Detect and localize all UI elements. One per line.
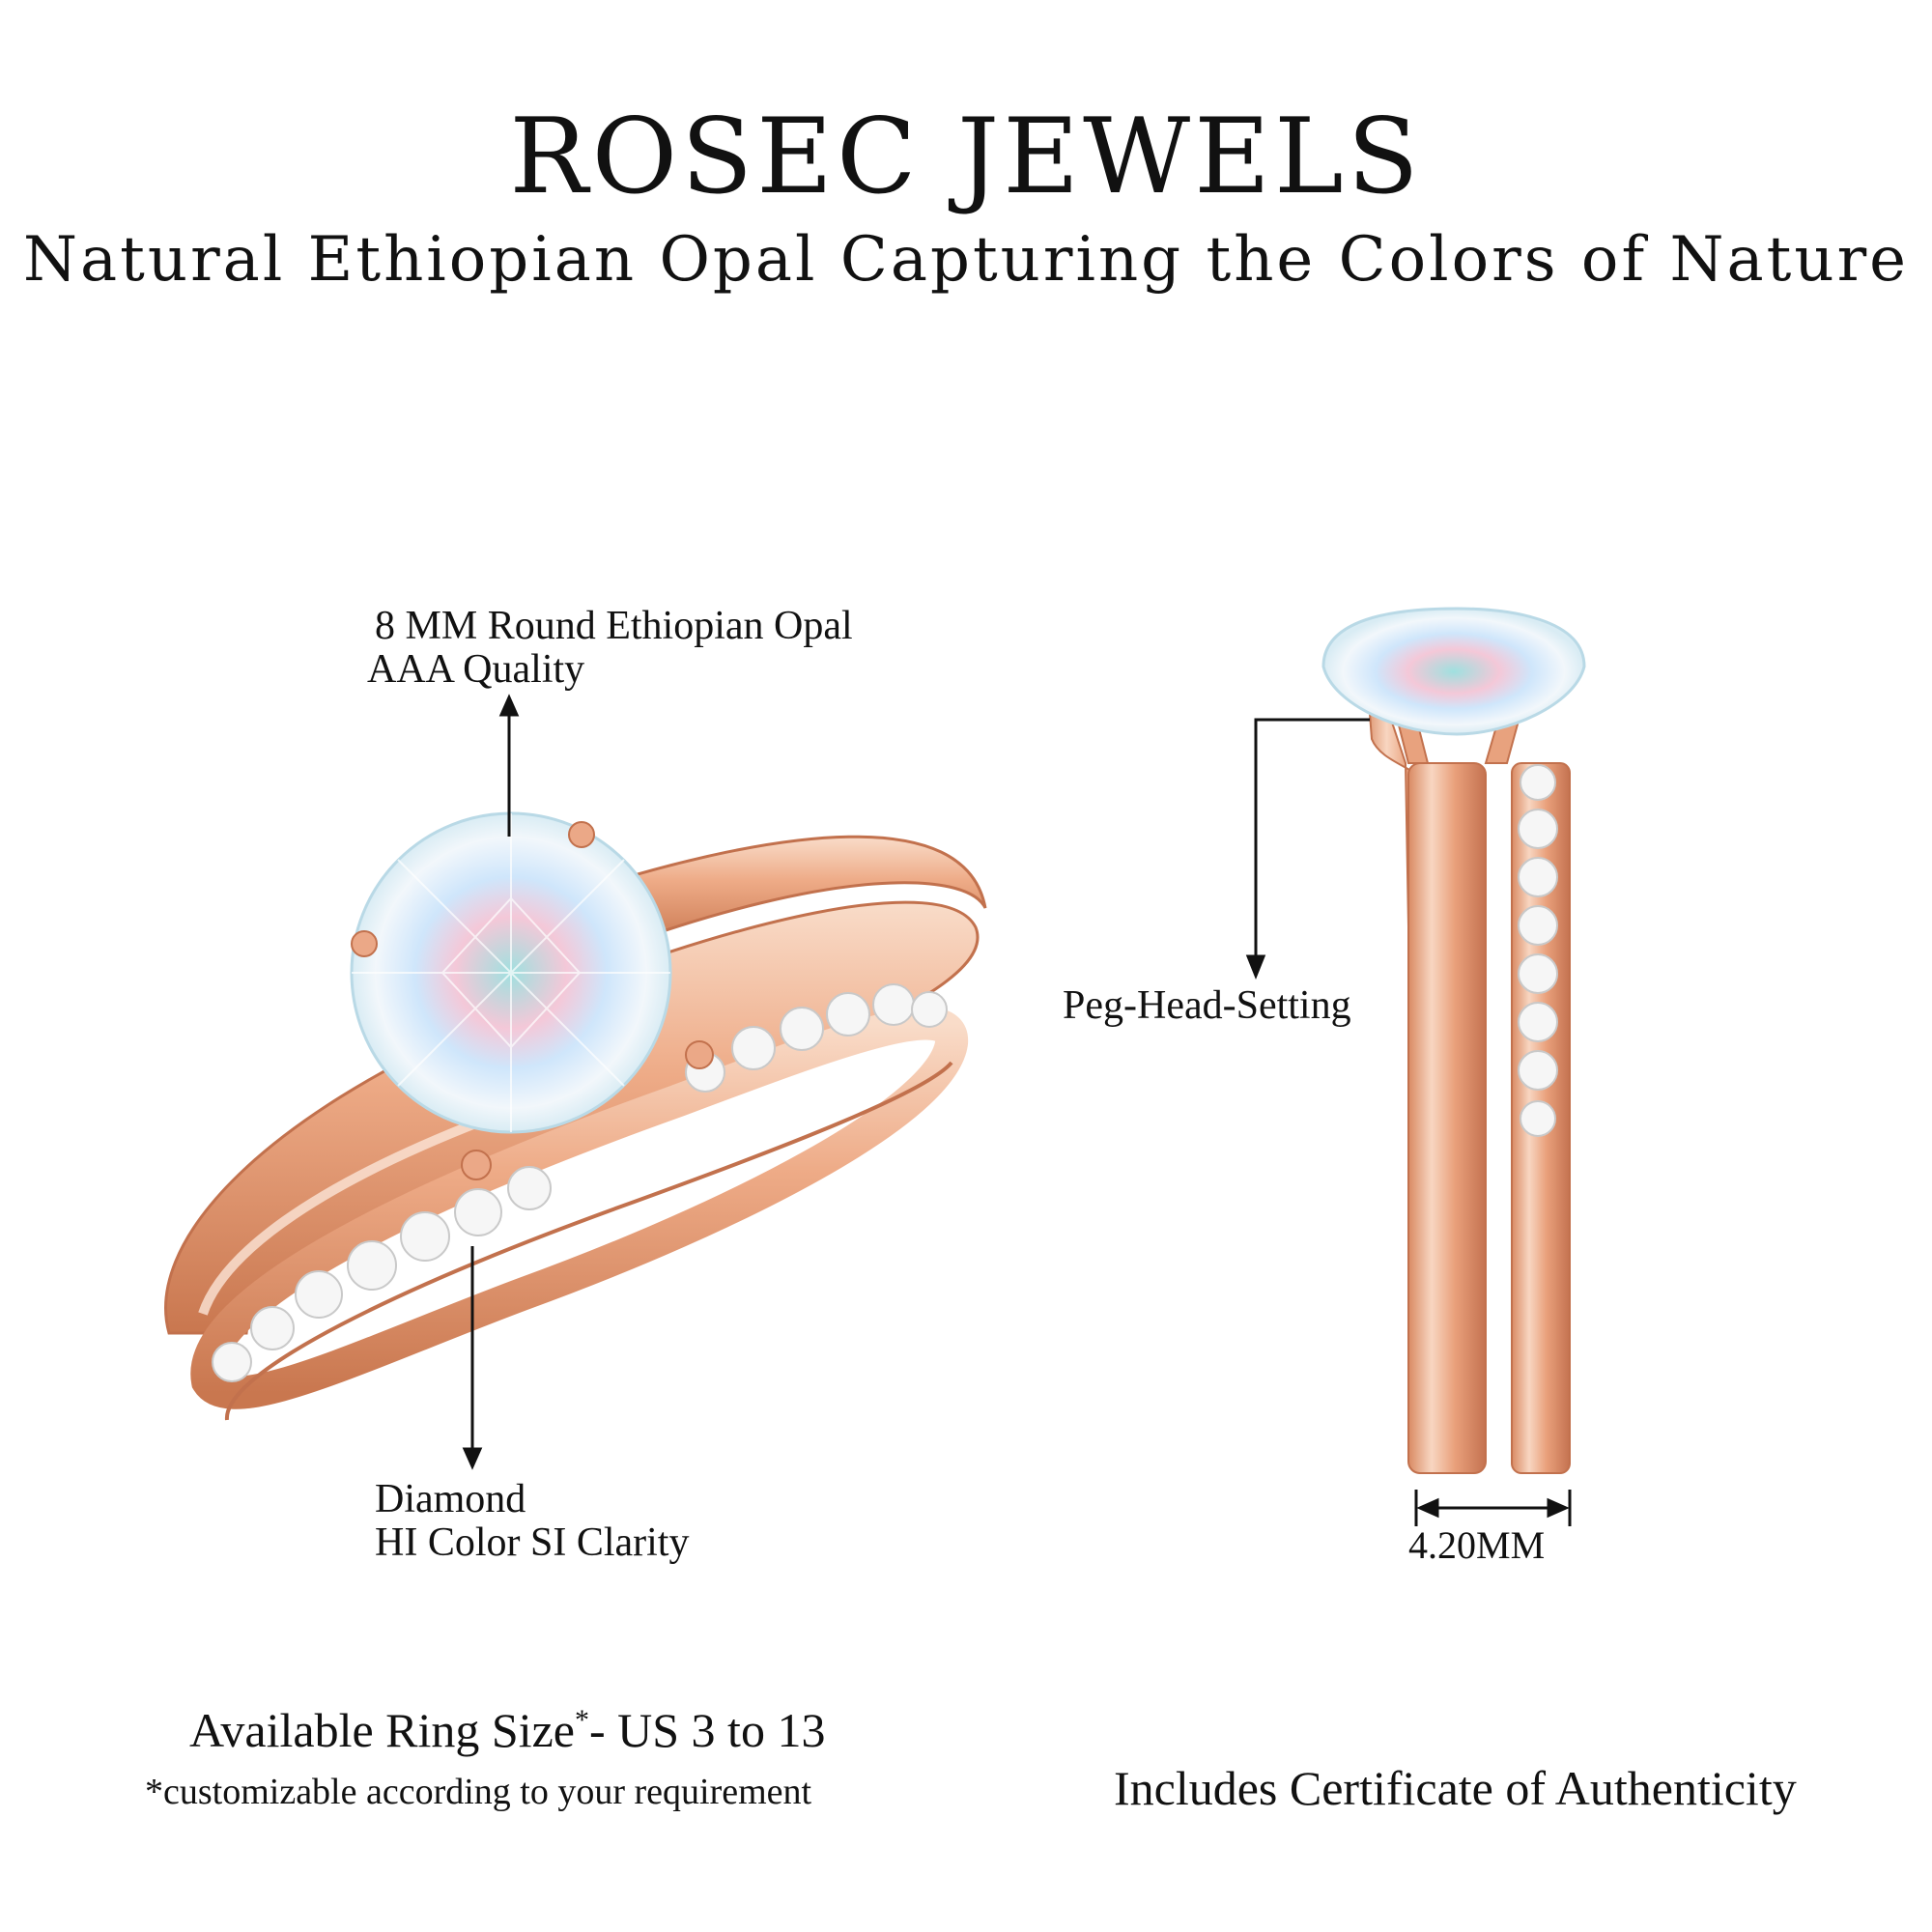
ring-side-view [1321,607,1586,1474]
opal-gemstone-left [350,811,714,1180]
ring-size-note: *customizable according to your requirem… [145,1772,812,1812]
pave-diamonds [212,983,948,1382]
prongs [351,821,714,1180]
opal-spec-label: 8 MM Round Ethiopian Opal [375,604,853,648]
arrow-icon [462,1246,483,1470]
setting-label: Peg-Head-Setting [1063,983,1351,1028]
band-width-label: 4.20MM [1408,1523,1546,1567]
diamond-grade-label: HI Color SI Clarity [375,1520,690,1565]
ring-size-label: Available Ring Size [189,1703,575,1757]
pave-diamonds-side [1518,764,1558,1137]
ring-size-info: Available Ring Size*- US 3 to 13 [189,1702,825,1758]
page-subtitle: Natural Ethiopian Opal Capturing the Col… [22,224,1910,296]
opal-quality-label: AAA Quality [367,647,585,692]
arrow-icon [498,694,520,837]
ring-size-range: - US 3 to 13 [588,1703,826,1757]
diamond-label: Diamond [375,1477,526,1521]
ring-size-asterisk: * [574,1704,589,1736]
certificate-note: Includes Certificate of Authenticity [1114,1761,1797,1815]
width-dimension [1414,1490,1572,1526]
brand-title: ROSEC JEWELS [509,97,1423,217]
arrow-icon [1245,718,1370,980]
wedding-band-left [190,983,968,1421]
